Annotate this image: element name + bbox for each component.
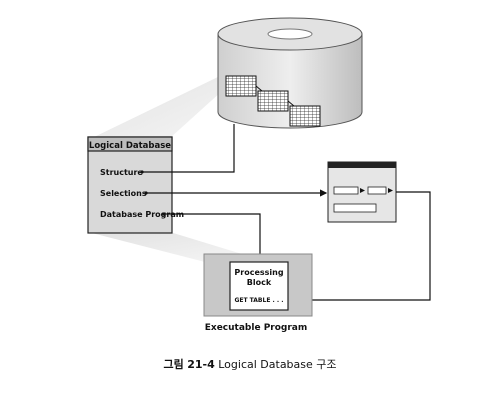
- table-grid-icon: [289, 105, 321, 127]
- selections-label: Selections: [100, 189, 147, 198]
- figure-caption-number: 21-4: [187, 358, 215, 371]
- database-cylinder-icon: [217, 17, 363, 129]
- figure-caption: 그림 21-4 Logical Database 구조: [0, 356, 500, 372]
- table-grid-icon: [257, 90, 289, 112]
- logical-database-title: Logical Database: [89, 141, 171, 151]
- projection-beam-upper: [88, 75, 232, 140]
- screen-to-program-connector: [292, 191, 431, 301]
- connector-dot: [144, 191, 148, 195]
- table-link: [255, 85, 263, 92]
- connector-dot: [140, 170, 144, 174]
- connector-dot: [162, 212, 166, 216]
- figure-caption-prefix: 그림: [163, 358, 184, 371]
- figure-caption-text: Logical Database 구조: [218, 358, 337, 371]
- processing-block-title-line2: Block: [247, 278, 272, 287]
- structure-label: Structure: [100, 168, 143, 177]
- database-program-label: Database Program: [100, 210, 184, 219]
- logical-database-box: Logical Database Structure Selections Da…: [87, 136, 184, 234]
- table-link: [287, 100, 295, 107]
- processing-block-code: GET TABLE . . .: [234, 297, 283, 304]
- executable-program-label: Executable Program: [205, 323, 308, 333]
- processing-block-title-line1: Processing: [234, 268, 283, 277]
- processing-block: [229, 261, 289, 311]
- executable-program-box: Processing Block GET TABLE . . .: [203, 253, 313, 317]
- table-grid-icon: [225, 75, 257, 97]
- database-program-connector: [164, 213, 261, 262]
- selection-screen-icon: [327, 161, 397, 223]
- structure-connector: [142, 124, 235, 173]
